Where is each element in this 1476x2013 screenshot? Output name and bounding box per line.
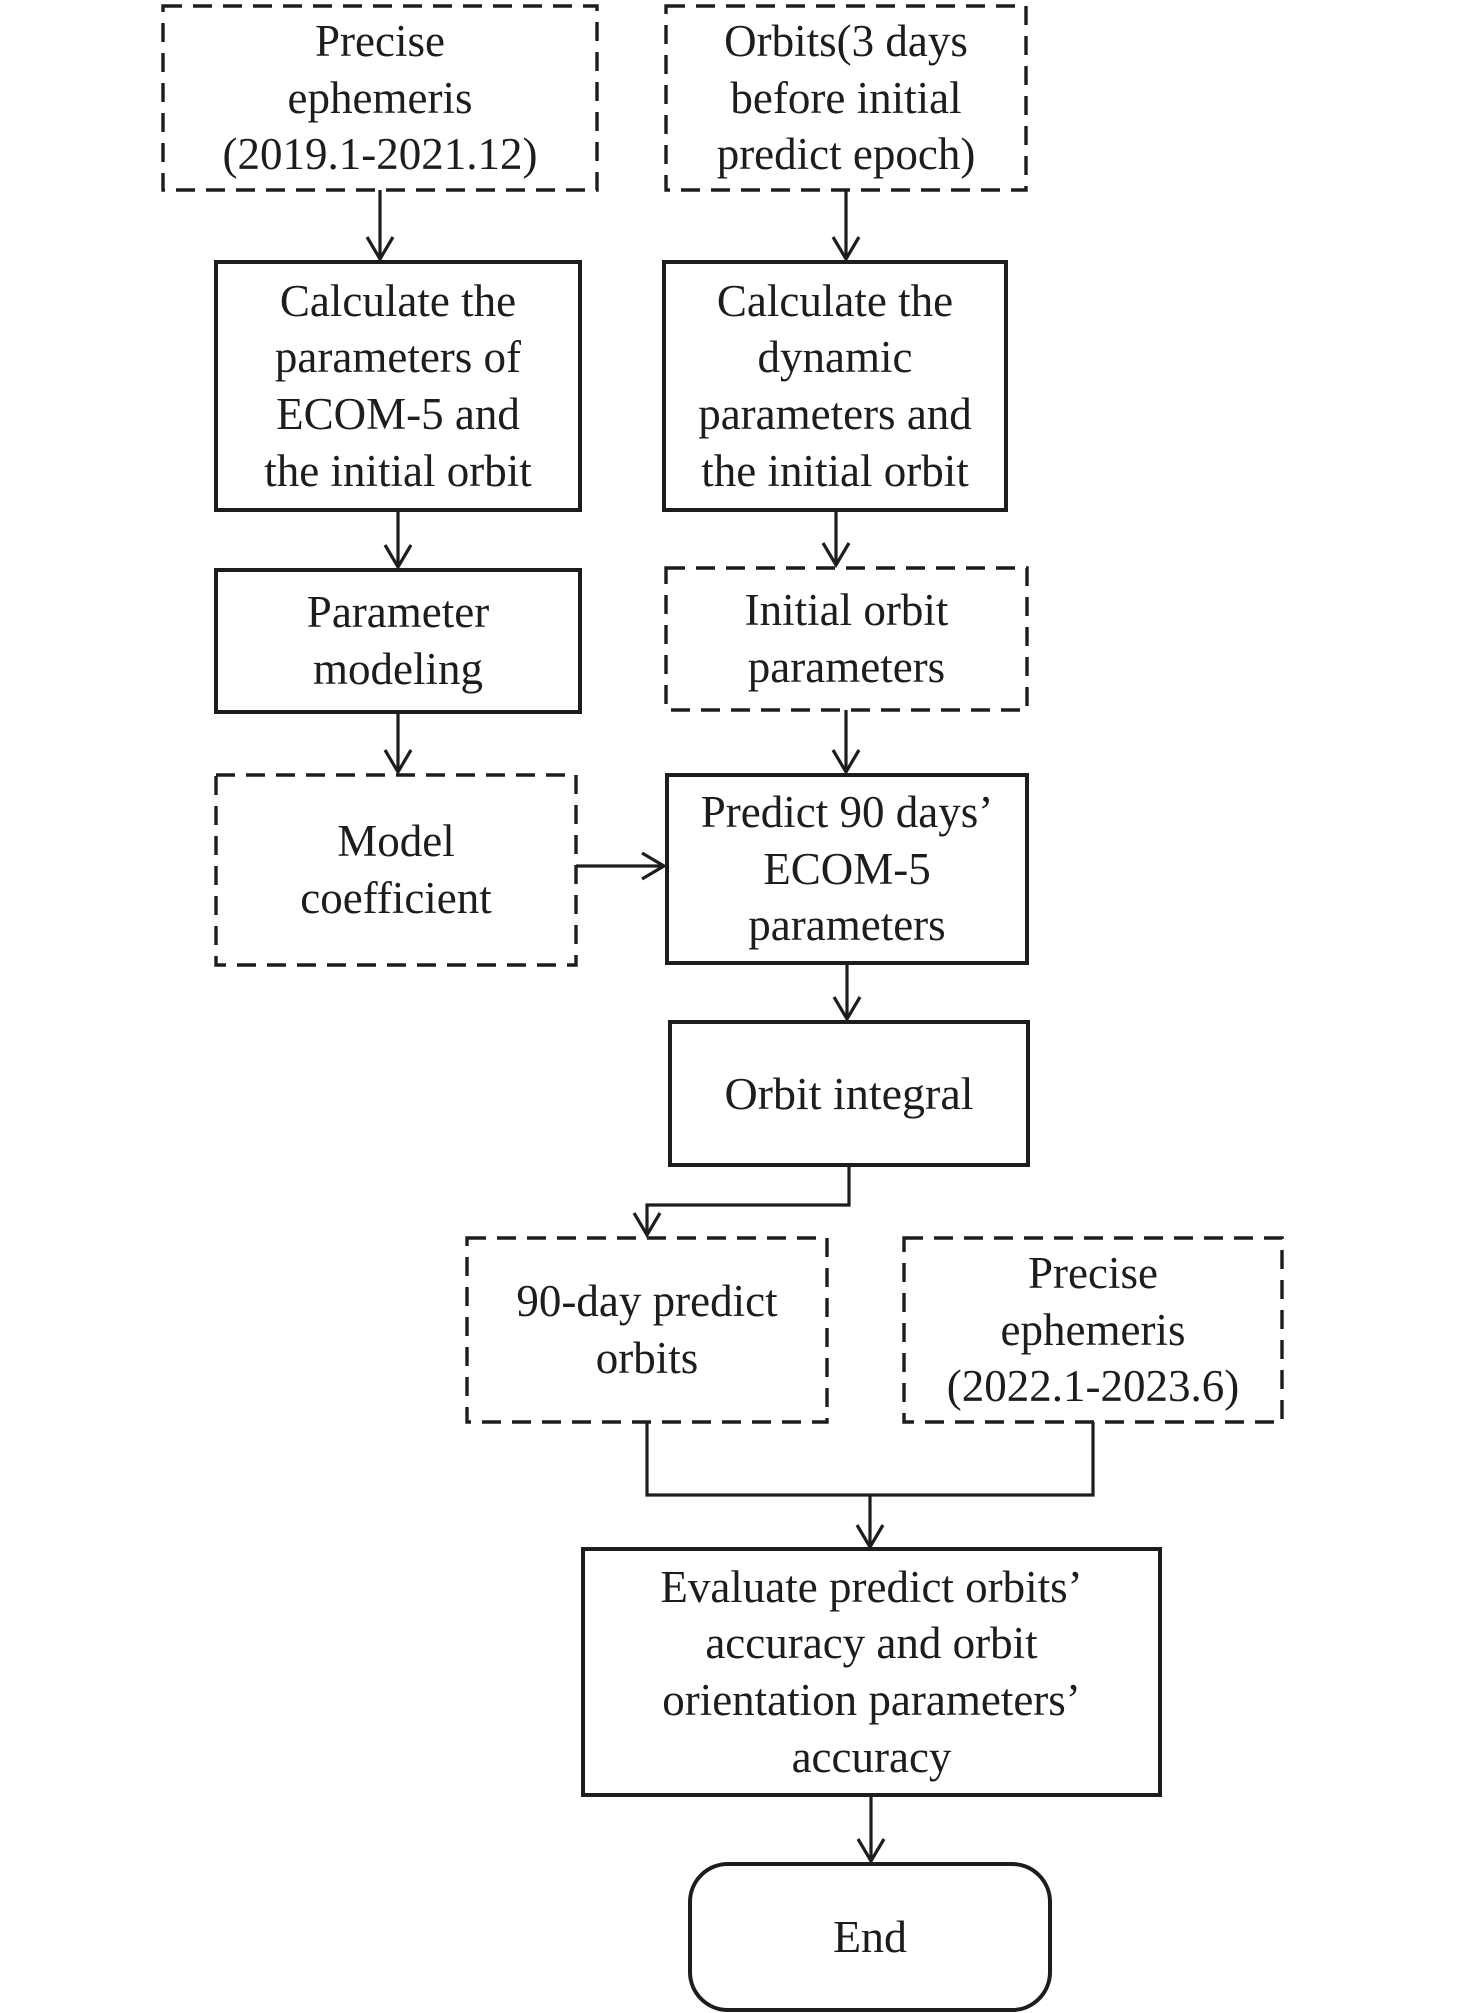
node-calc-dynamic: Calculate the dynamic parameters and the… <box>698 275 972 496</box>
arrowhead-7 <box>641 851 668 881</box>
connector-merge <box>645 1422 1095 1497</box>
border-precise-ephemeris-2019 <box>161 4 599 192</box>
node-model-coefficient: Model coefficient <box>300 816 492 923</box>
border-initial-orbit-params <box>664 566 1029 712</box>
node-parameter-modeling: Parameter modeling <box>306 587 490 694</box>
node-precise-ephemeris-2022: Precise ephemeris (2022.1-2023.6) <box>946 1247 1240 1412</box>
node-predict-orbits-90day: 90-day predict orbits <box>516 1276 778 1383</box>
node-orbit-integral: Orbit integral <box>724 1067 974 1119</box>
border-model-coefficient <box>214 773 578 967</box>
arrowhead-9 <box>632 1212 662 1239</box>
arrowhead-5 <box>383 749 413 776</box>
arrowhead-8 <box>832 996 862 1023</box>
arrow-integral-to-90day <box>645 1165 851 1235</box>
arrowhead-10 <box>855 1524 885 1551</box>
node-initial-orbit-params: Initial orbit parameters <box>744 585 949 692</box>
arrowhead-1 <box>365 236 395 263</box>
arrowhead-6 <box>831 749 861 776</box>
flowchart-arrows <box>365 190 1095 1865</box>
arrowhead-2 <box>831 236 861 263</box>
arrowhead-3 <box>383 544 413 571</box>
node-evaluate-accuracy: Evaluate predict orbits’ accuracy and or… <box>660 1561 1083 1782</box>
node-precise-ephemeris-2019: Precise ephemeris (2019.1-2021.12) <box>222 15 538 180</box>
node-predict-ecom5: Predict 90 days’ ECOM-5 parameters <box>700 786 994 951</box>
node-orbits-3-days: Orbits(3 days before initial predict epo… <box>716 15 976 180</box>
border-end <box>688 1862 1052 2012</box>
node-calc-ecom5: Calculate the parameters of ECOM-5 and t… <box>264 275 532 496</box>
arrowhead-4 <box>821 542 851 569</box>
arrowhead-11 <box>856 1838 886 1865</box>
node-end: End <box>832 1911 908 1963</box>
